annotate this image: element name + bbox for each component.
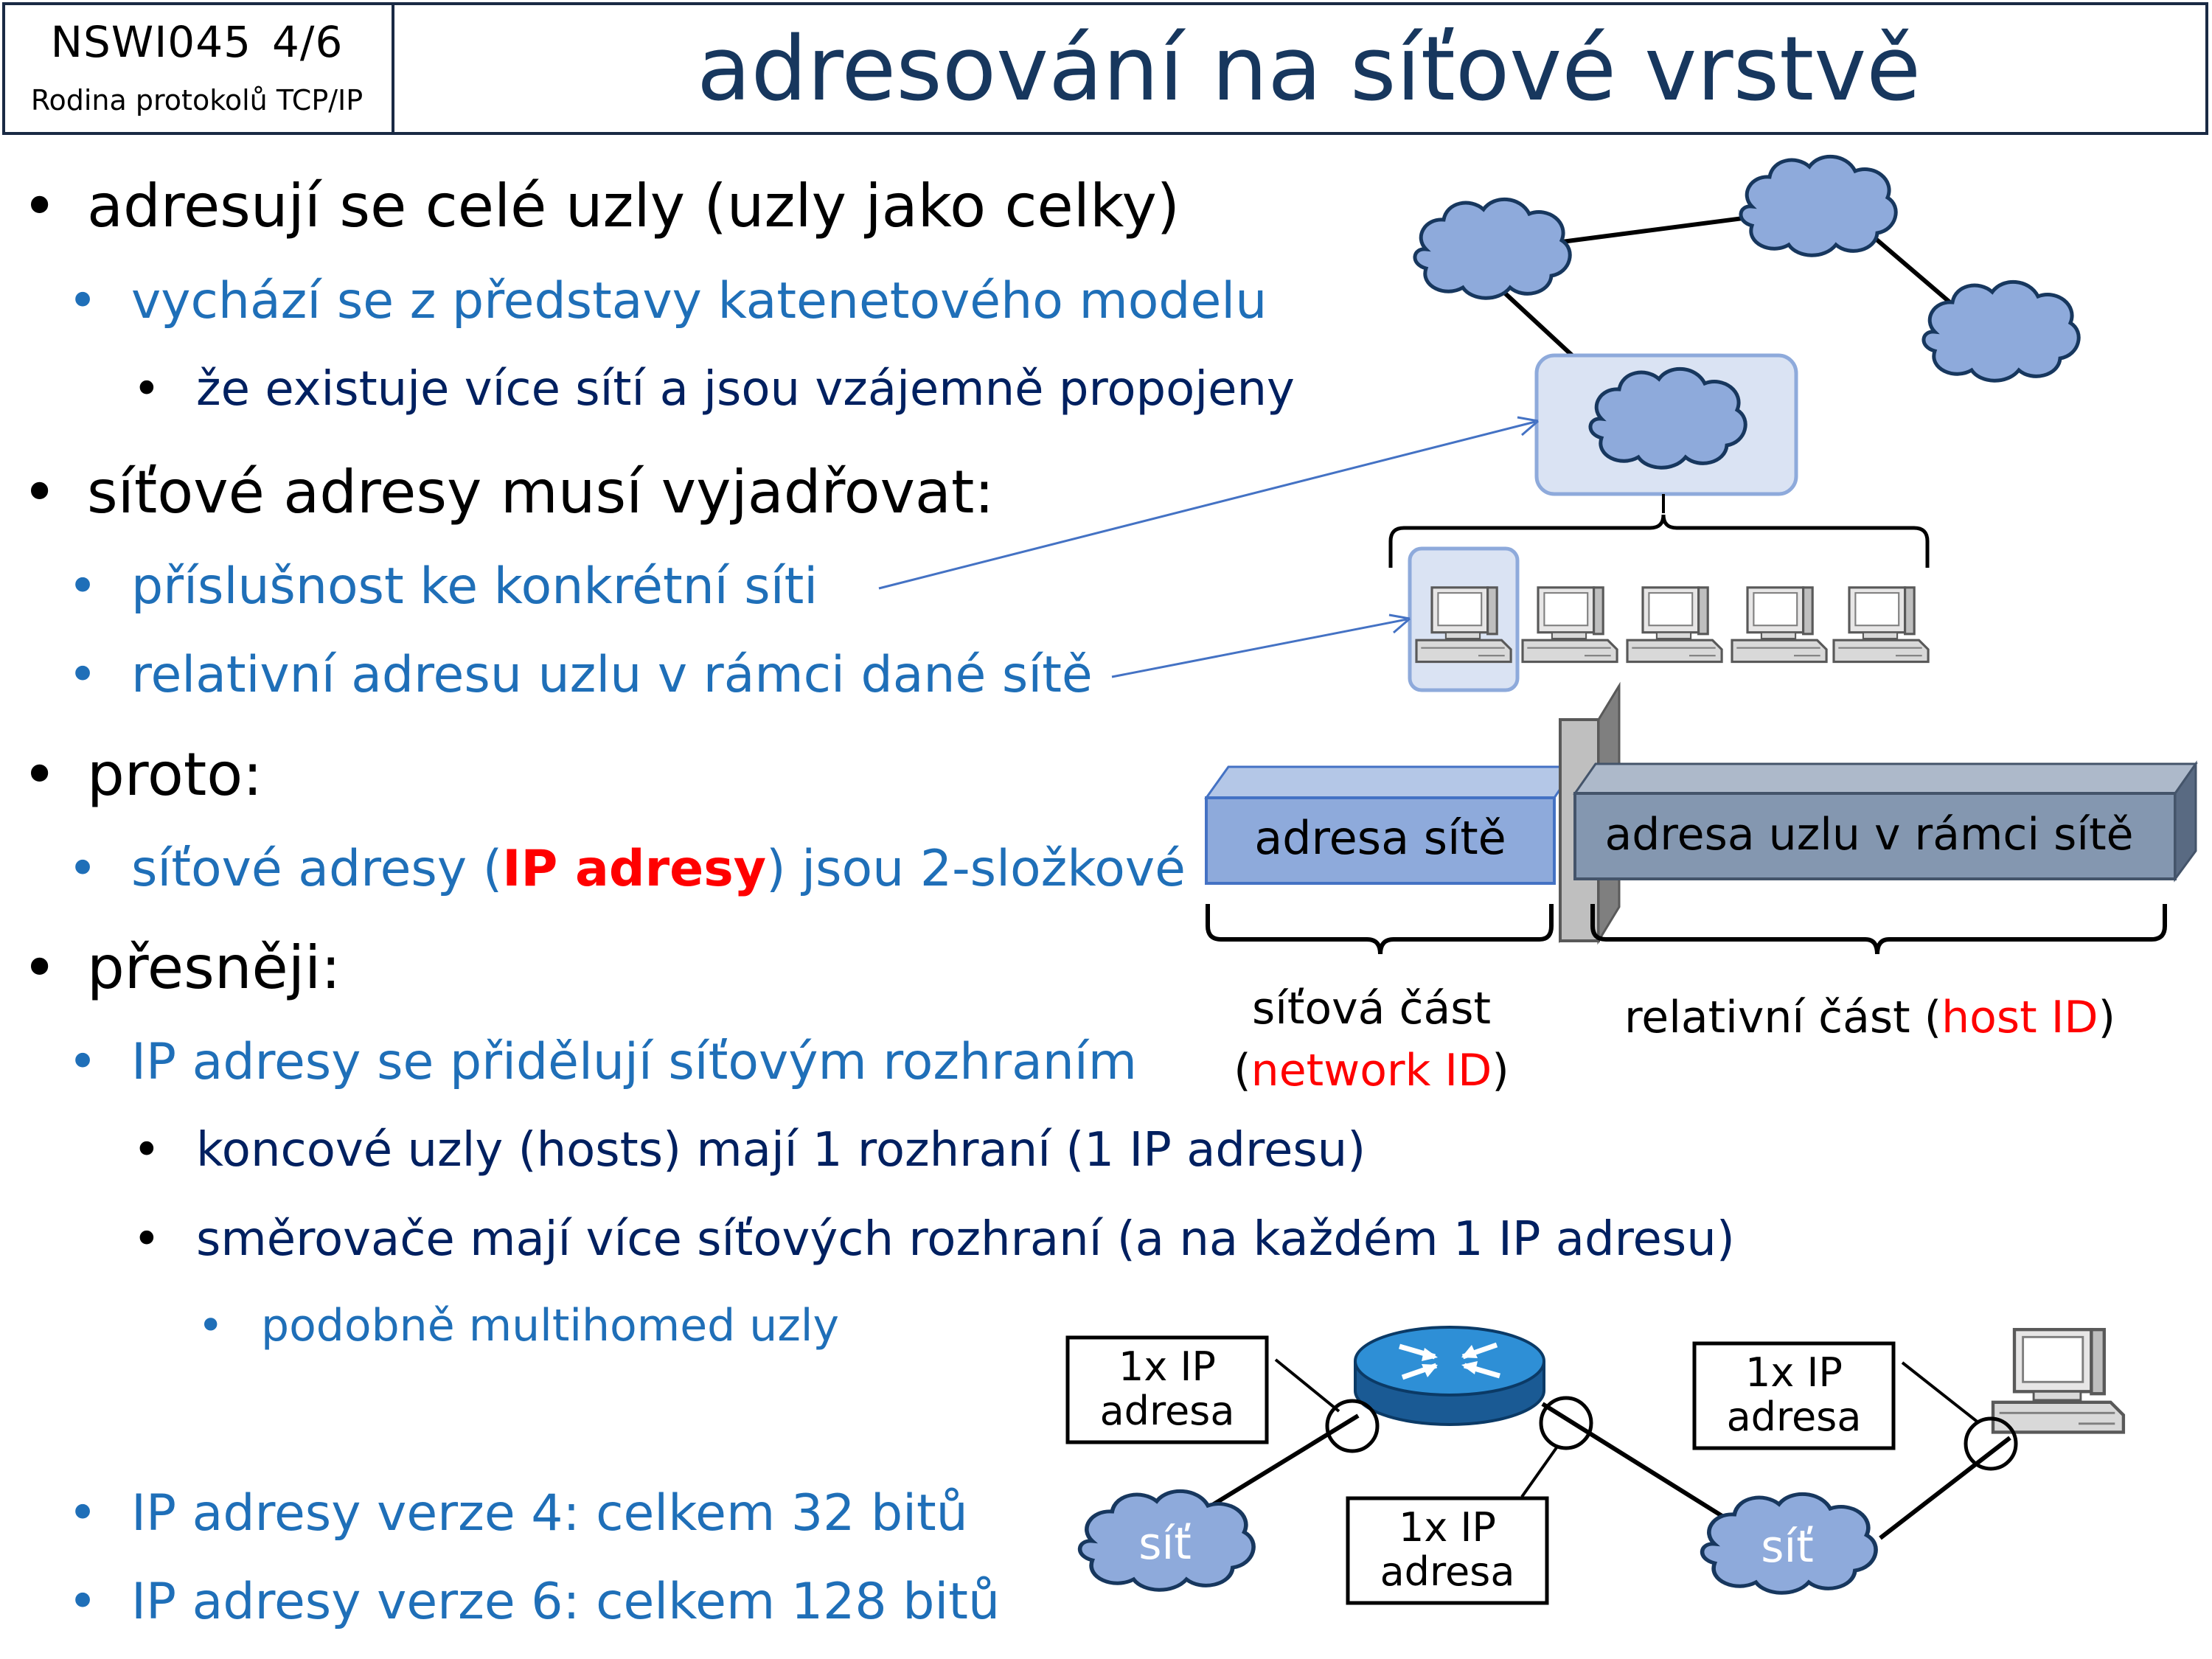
bullet-l2: •síťové adresy (IP adresy) jsou 2-složko… bbox=[68, 840, 1186, 898]
svg-text:adresa: adresa bbox=[1727, 1394, 1862, 1440]
bullet-l1: •adresují se celé uzly (uzly jako celky) bbox=[22, 172, 1180, 240]
network-part-text: adresa sítě bbox=[1254, 811, 1506, 865]
svg-text:1x IP: 1x IP bbox=[1119, 1343, 1216, 1390]
cloud-icon bbox=[1741, 156, 1896, 255]
ip-addresses-emphasis: IP adresy bbox=[502, 840, 767, 898]
bullet-l3: •že existuje více sítí a jsou vzájemně p… bbox=[133, 362, 1295, 417]
interface-marker bbox=[1964, 1416, 2018, 1471]
course-subject: Rodina protokolů TCP/IP bbox=[30, 84, 364, 116]
slide-header: NSWI045 4/6 Rodina protokolů TCP/IP adres… bbox=[0, 0, 2212, 137]
course-info-box: NSWI045 4/6 Rodina protokolů TCP/IP bbox=[2, 2, 394, 135]
svg-text:1x IP: 1x IP bbox=[1399, 1504, 1496, 1551]
cloud-icon bbox=[1415, 199, 1570, 298]
bullet-l4: •podobně multihomed uzly bbox=[198, 1300, 839, 1352]
router-icon bbox=[1354, 1326, 1545, 1426]
lecture-number: 4/6 bbox=[272, 17, 344, 67]
svg-text:adresa: adresa bbox=[1100, 1388, 1235, 1434]
bullet-l3: •koncové uzly (hosts) mají 1 rozhraní (1… bbox=[133, 1123, 1366, 1178]
interface-marker bbox=[1325, 1399, 1380, 1453]
cloud-icon bbox=[1924, 282, 2079, 380]
interface-marker bbox=[1539, 1396, 1593, 1450]
course-code: NSWI045 bbox=[50, 17, 252, 67]
computer-icon bbox=[1832, 586, 1930, 664]
host-part-box bbox=[1573, 792, 2177, 880]
network-id-label: (network ID) bbox=[1234, 1045, 1509, 1096]
computer-icon bbox=[1731, 586, 1828, 664]
network-part-label: síťová část bbox=[1252, 983, 1491, 1034]
bullet-l1: •přesněji: bbox=[22, 933, 341, 1002]
ip-address-callout: 1x IP adresa bbox=[1065, 1335, 1269, 1444]
header-frame bbox=[2, 2, 2208, 135]
computer-icon bbox=[1993, 1329, 2124, 1432]
svg-text:1x IP: 1x IP bbox=[1745, 1349, 1843, 1396]
bullet-l2: •IP adresy verze 4: celkem 32 bitů bbox=[68, 1484, 968, 1543]
host-part-text: adresa uzlu v rámci sítě bbox=[1604, 809, 2133, 860]
bullet-l2: •příslušnost ke konkrétní síti bbox=[68, 557, 818, 616]
ip-address-callout: 1x IP adresa bbox=[1346, 1496, 1549, 1605]
slide-title: adresování na síťové vrstvě bbox=[696, 18, 1921, 121]
bullet-l2: •relativní adresu uzlu v rámci dané sítě bbox=[68, 646, 1093, 704]
bullet-l1: •proto: bbox=[22, 740, 263, 809]
course-line: NSWI045 4/6 bbox=[2, 17, 392, 67]
bullet-l2: •IP adresy se přidělují síťovým rozhraní… bbox=[68, 1033, 1138, 1091]
interfaces-diagram: síť síť 1x IP bbox=[1065, 1326, 2124, 1605]
svg-text:adresa: adresa bbox=[1380, 1548, 1515, 1595]
network-label: síť bbox=[1138, 1518, 1191, 1570]
bullet-l1: •síťové adresy musí vyjadřovat: bbox=[22, 458, 995, 526]
bullet-l2: •IP adresy verze 6: celkem 128 bitů bbox=[68, 1573, 1001, 1631]
ip-address-callout: 1x IP adresa bbox=[1692, 1341, 1896, 1450]
computer-icon bbox=[1626, 586, 1723, 664]
bullet-l3: •směrovače mají více síťových rozhraní (… bbox=[133, 1212, 1735, 1267]
host-part-label: relativní část (host ID) bbox=[1624, 992, 2115, 1043]
computer-icon bbox=[1521, 586, 1618, 664]
network-part-box bbox=[1205, 796, 1556, 885]
address-structure-diagram: adresa sítě adresa uzlu v rámci sítě síť… bbox=[1204, 681, 2198, 1096]
network-label: síť bbox=[1761, 1521, 1813, 1573]
bullet-l2: •vychází se z představy katenetového mod… bbox=[68, 272, 1267, 330]
internetwork-diagram bbox=[878, 156, 2079, 692]
